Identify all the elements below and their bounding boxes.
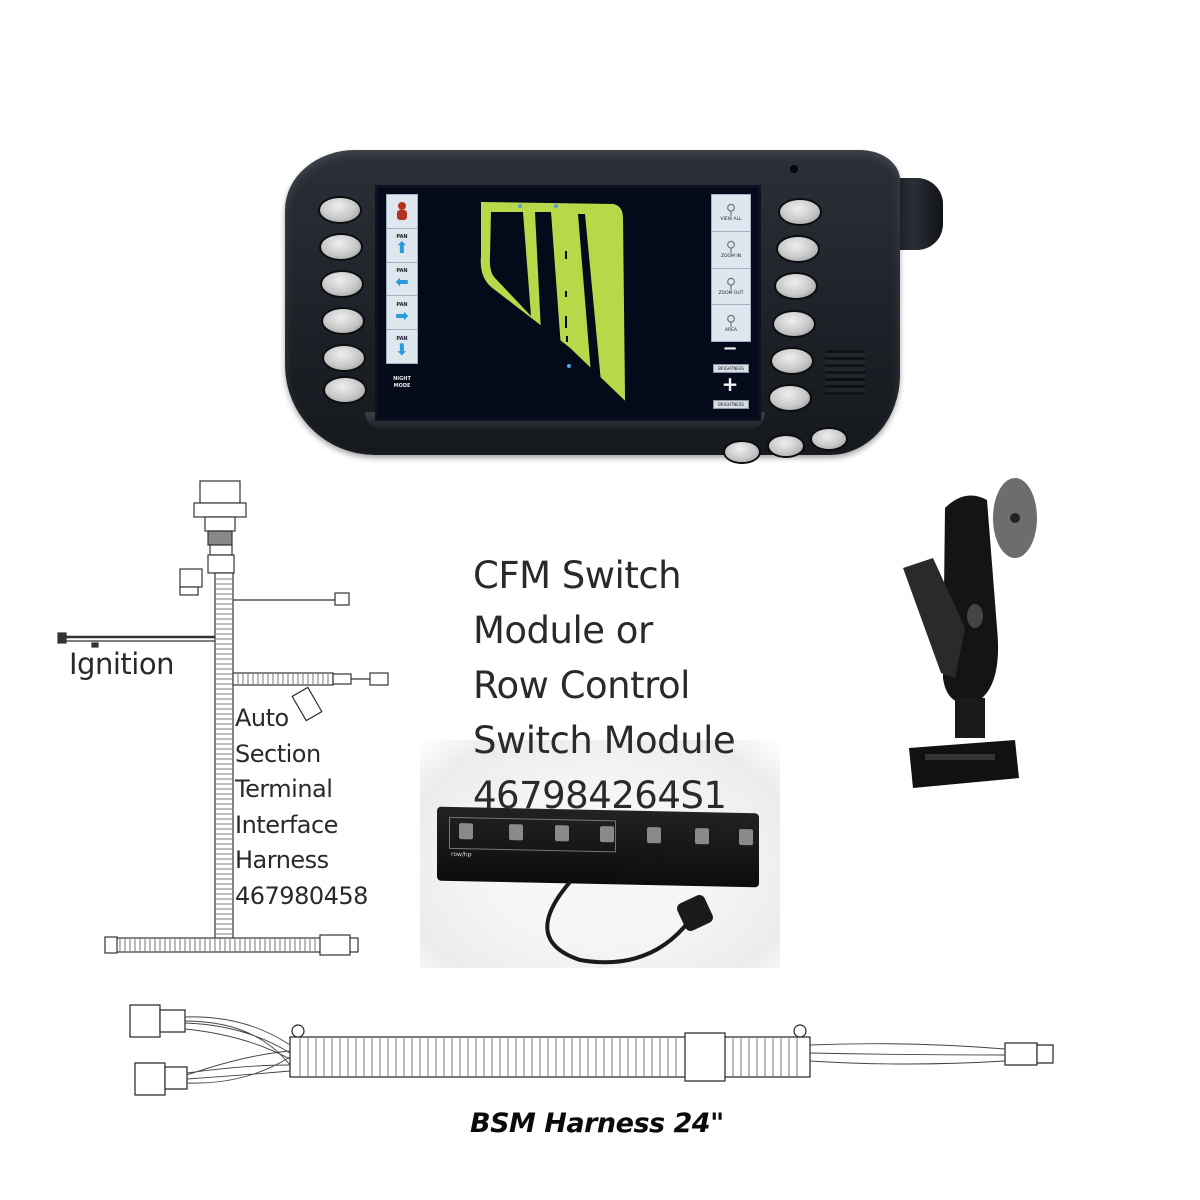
switch-toggle-6 — [695, 828, 709, 845]
arrow-right-icon: ➡ — [395, 305, 409, 325]
panel-brand: row/hp — [451, 850, 472, 859]
operator-icon — [397, 202, 407, 221]
terminal-screen: PAN ⬆ PAN ⬅ PAN ➡ PAN ⬇ NIGHT MODE — [375, 185, 761, 421]
softkey-zoom-out: ⚲ ZOOM OUT — [712, 269, 750, 306]
left-hard-button-2 — [321, 235, 361, 259]
right-hard-button-2 — [778, 237, 818, 261]
auto-section-harness-label: Auto Section Terminal Interface Harness … — [235, 704, 368, 910]
bottom-hard-button-2 — [769, 436, 803, 456]
left-hard-button-1 — [320, 198, 360, 222]
bsm-harness-diagram — [129, 1004, 1054, 1096]
softkey-pan-up: PAN ⬆ — [387, 229, 417, 263]
terminal-bezel: PAN ⬆ PAN ⬅ PAN ➡ PAN ⬇ NIGHT MODE — [285, 150, 900, 462]
brightness-up-label: BRIGHTNESS — [713, 400, 749, 409]
zoom-all-icon: ⚲ — [725, 202, 737, 219]
arrow-down-icon: ⬇ — [395, 339, 409, 359]
softkey-pan-down: PAN ⬇ — [395, 335, 409, 359]
right-hard-button-4 — [774, 312, 814, 336]
ignition-label: Ignition — [69, 647, 174, 681]
arrow-up-icon: ⬆ — [395, 238, 409, 258]
softkey-zoom-in: ⚲ ZOOM IN — [712, 232, 750, 269]
zoom-in-icon: ⚲ — [725, 239, 737, 256]
zoom-out-icon: ⚲ — [725, 275, 737, 292]
left-softkey-column: PAN ⬆ PAN ⬅ PAN ➡ PAN ⬇ — [386, 194, 418, 364]
speaker-grille — [825, 350, 865, 396]
softkey-area: ⚲ AREA — [724, 312, 738, 333]
bottom-hard-button-1 — [725, 442, 759, 462]
display-terminal-photo: PAN ⬆ PAN ⬅ PAN ➡ PAN ⬇ NIGHT MODE — [285, 150, 943, 470]
right-hard-button-6 — [770, 386, 810, 410]
bsm-harness-label: BSM Harness 24" — [470, 1108, 724, 1139]
switch-toggle-1 — [459, 823, 473, 840]
left-hard-button-4 — [323, 309, 363, 333]
night-mode-label: NIGHT MODE — [393, 376, 411, 389]
zoom-area-icon: ⚲ — [725, 312, 737, 329]
light-sensor — [790, 165, 798, 173]
switch-module-photo: row/hp — [420, 740, 780, 968]
switch-module-cable — [545, 880, 713, 965]
ram-mount-photo — [903, 478, 1037, 788]
coverage-map — [480, 201, 626, 401]
right-hard-button-5 — [772, 349, 812, 373]
switch-toggle-4 — [600, 826, 614, 843]
plus-icon: + — [721, 372, 739, 396]
right-hard-button-1 — [780, 200, 820, 224]
arrow-left-icon: ⬅ — [395, 271, 409, 291]
switch-module-label: CFM Switch Module or Row Control Switch … — [473, 554, 736, 817]
switch-toggle-2 — [509, 824, 523, 841]
brightness-down-label: BRIGHTNESS — [713, 364, 749, 373]
right-softkey-column: ⚲ VIEW ALL ⚲ ZOOM IN ⚲ ZOOM OUT ⚲ AREA — [711, 194, 751, 342]
softkey-operator — [387, 195, 417, 229]
softkey-pan-right: PAN ➡ — [387, 296, 417, 331]
auto-section-harness-diagram — [57, 480, 389, 956]
switch-toggle-3 — [555, 825, 569, 842]
left-hard-button-6 — [325, 378, 365, 402]
bottom-hard-button-3 — [812, 429, 846, 449]
switch-toggle-5 — [647, 827, 661, 844]
left-hard-button-5 — [324, 346, 364, 370]
minus-icon: − — [722, 338, 738, 359]
softkey-view-all: ⚲ VIEW ALL — [712, 195, 750, 232]
right-hard-button-3 — [776, 274, 816, 298]
left-hard-button-3 — [322, 272, 362, 296]
softkey-pan-left: PAN ⬅ — [387, 263, 417, 297]
switch-toggle-7 — [739, 828, 753, 846]
